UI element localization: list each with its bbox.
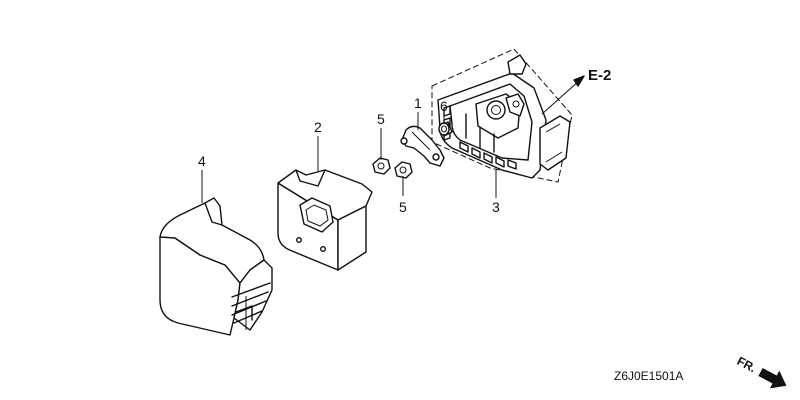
figure-code: Z6J0E1501A bbox=[614, 369, 683, 383]
flange-nut-lower bbox=[394, 161, 413, 179]
front-arrow-icon bbox=[758, 367, 787, 389]
flange-nut-upper bbox=[372, 157, 391, 175]
callout-5-upper: 5 bbox=[377, 111, 385, 127]
front-indicator-label: FR. bbox=[735, 354, 759, 375]
air-cleaner-cover bbox=[159, 197, 273, 336]
callout-2: 2 bbox=[314, 119, 322, 135]
collar bbox=[438, 121, 453, 137]
reference-label: E-2 bbox=[588, 67, 611, 84]
reference-arrow-line bbox=[541, 79, 581, 115]
reference-arrow-head bbox=[573, 75, 585, 87]
callout-4: 4 bbox=[198, 153, 206, 169]
callout-3: 3 bbox=[492, 199, 500, 215]
bracket bbox=[400, 125, 445, 167]
air-cleaner-element bbox=[277, 169, 373, 271]
callout-6: 6 bbox=[440, 98, 448, 114]
callout-1: 1 bbox=[414, 95, 422, 111]
callout-5-lower: 5 bbox=[399, 199, 407, 215]
front-indicator: FR. bbox=[735, 354, 787, 389]
air-cleaner-case bbox=[431, 48, 573, 183]
